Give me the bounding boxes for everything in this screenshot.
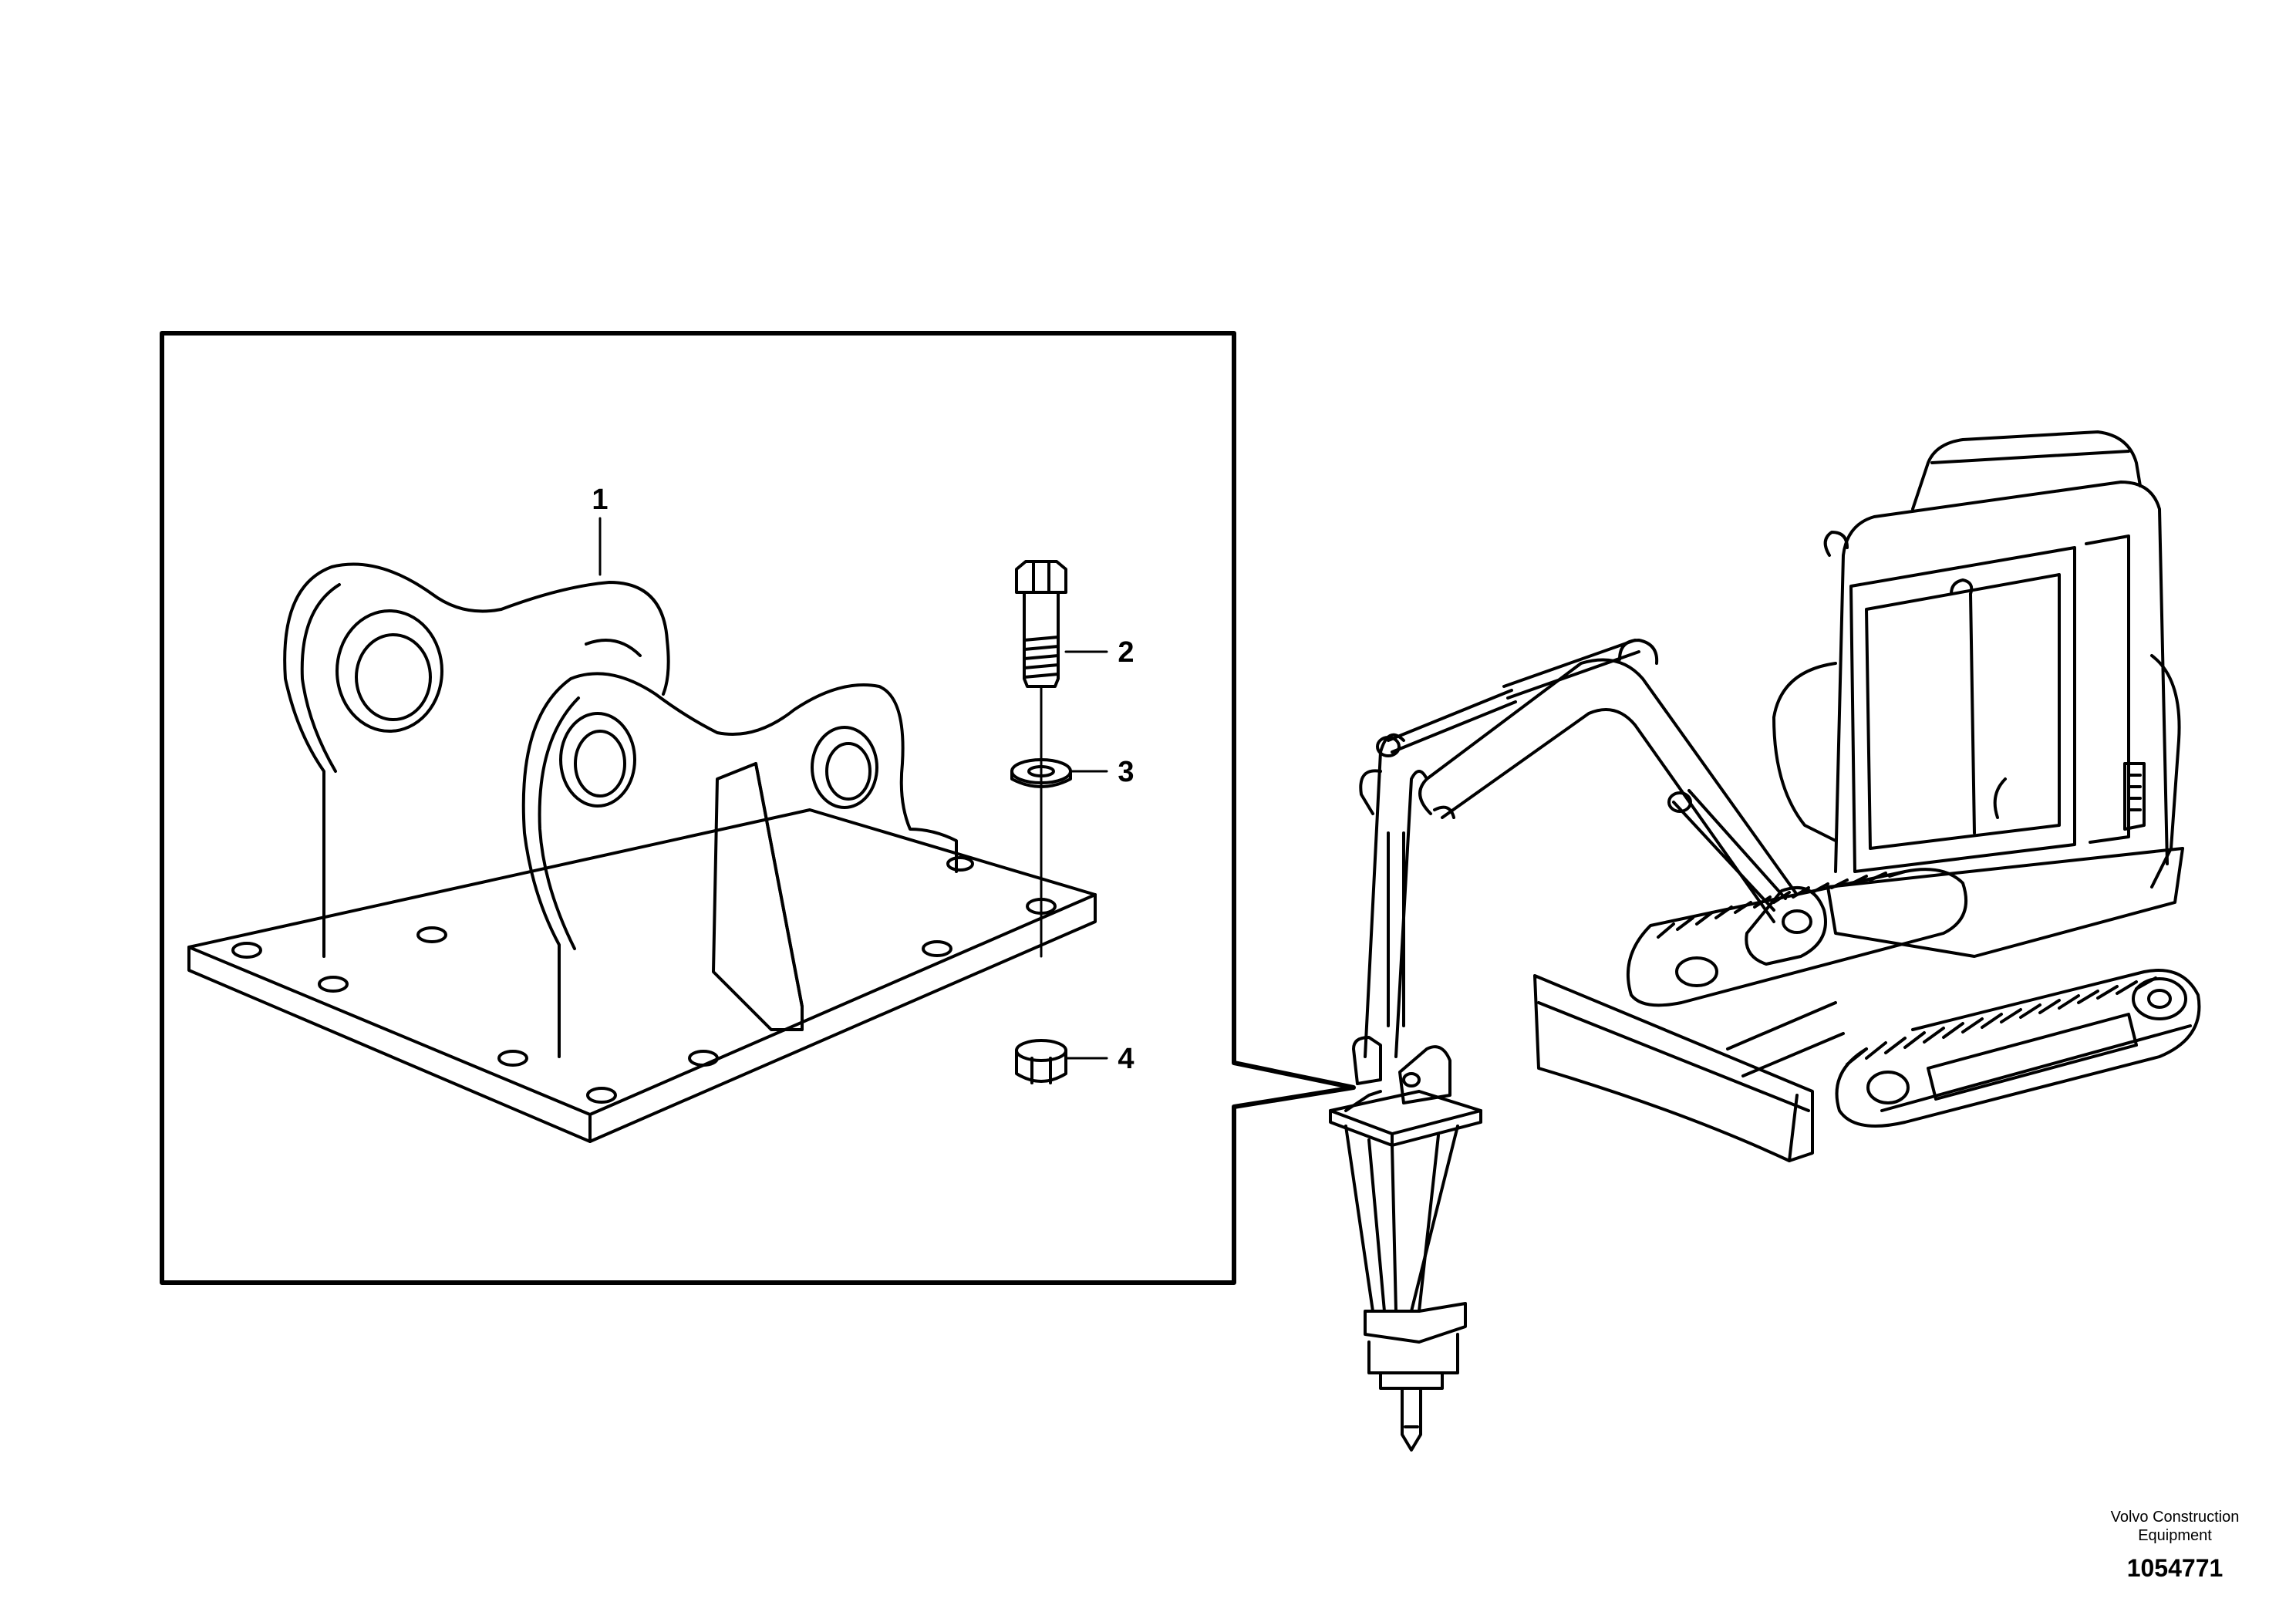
manufacturer-name: Volvo Construction Equipment (2082, 1508, 2267, 1545)
mounting-bracket (187, 562, 1097, 1143)
bolt (1015, 560, 1067, 688)
detail-frame (160, 331, 1356, 1285)
callout-label-1: 1 (592, 484, 608, 516)
excavator-illustration (1329, 430, 2201, 1452)
callout-label-2: 2 (1118, 636, 1134, 669)
figure-number: 1054771 (2126, 1554, 2224, 1582)
manufacturer-name-line2: Equipment (2138, 1527, 2212, 1544)
manufacturer-name-line1: Volvo Construction (2110, 1509, 2240, 1526)
callout-label-4: 4 (1118, 1043, 1134, 1075)
callout-label-3: 3 (1118, 756, 1134, 788)
nut (1015, 1039, 1067, 1084)
